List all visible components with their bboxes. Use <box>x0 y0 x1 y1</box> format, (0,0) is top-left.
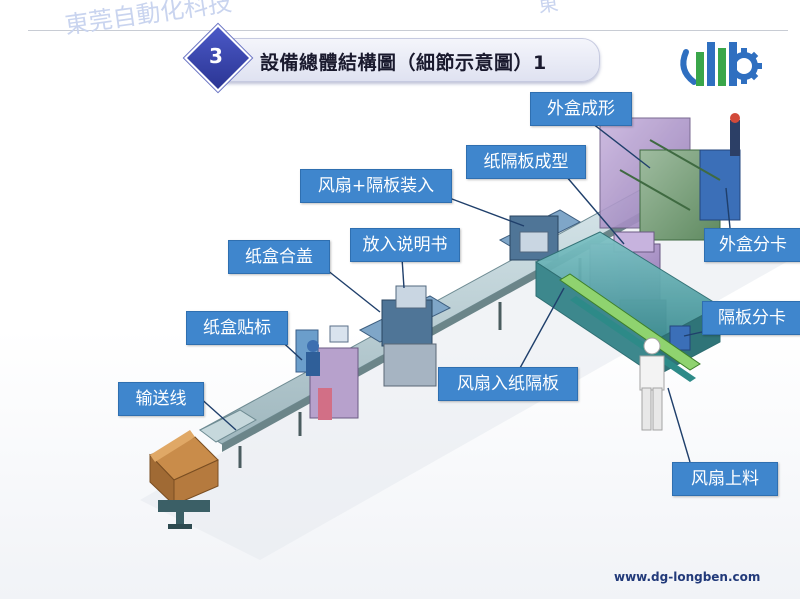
slide-number: 3 <box>209 44 223 68</box>
callout-divider-clip: 隔板分卡 <box>702 301 800 335</box>
slide-top-rule <box>28 18 788 31</box>
callout-conveyor-line: 输送线 <box>118 382 204 416</box>
operator-right <box>639 337 665 431</box>
lid-closing-station <box>358 285 452 387</box>
callout-insert-manual: 放入说明书 <box>350 228 460 262</box>
callout-outer-box-forming: 外盒成形 <box>530 92 632 126</box>
cardboard-box <box>149 430 219 529</box>
callout-paper-divider-forming: 纸隔板成型 <box>466 145 586 179</box>
callout-outer-box-clip: 外盒分卡 <box>704 228 800 262</box>
company-url: www.dg-longben.com <box>614 570 761 584</box>
callout-fan-into-divider: 风扇入纸隔板 <box>438 367 578 401</box>
slide-title: 設備總體結構圖（細節示意圖）1 <box>260 52 547 74</box>
outer-box-forming-machine <box>599 113 741 241</box>
callout-box-labeling: 纸盒贴标 <box>186 311 288 345</box>
labeling-station <box>295 325 359 420</box>
callout-box-lid-closing: 纸盒合盖 <box>228 240 330 274</box>
company-logo-icon <box>672 32 766 96</box>
fan-divider-station <box>498 209 582 261</box>
title-banner <box>214 38 600 82</box>
callout-fan-divider-loading: 风扇+隔板装入 <box>300 169 452 203</box>
callout-fan-feeding: 风扇上料 <box>672 462 778 496</box>
